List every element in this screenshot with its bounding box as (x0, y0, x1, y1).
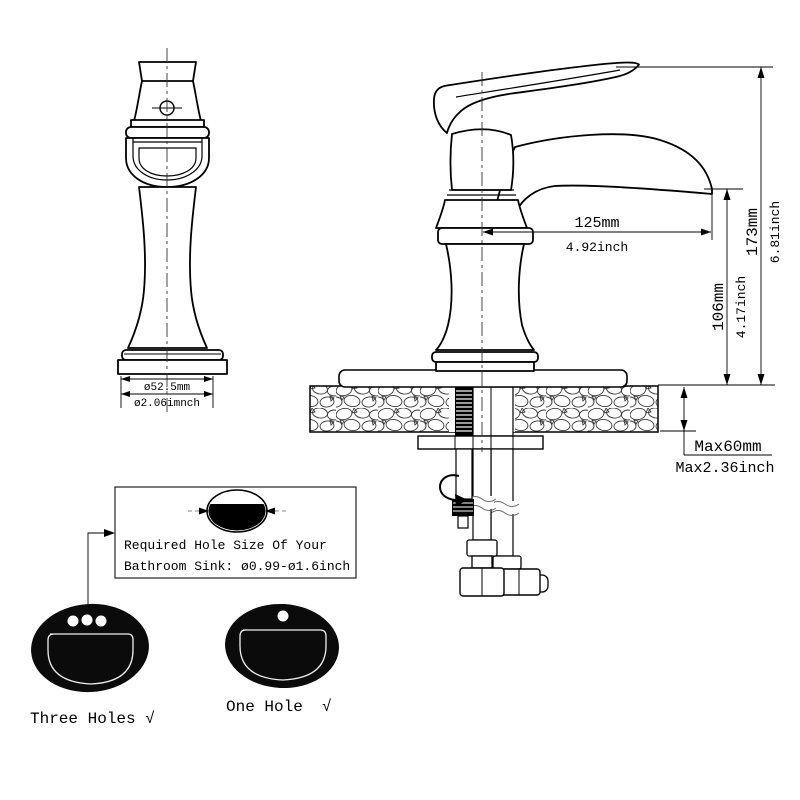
overall-height-mm-label: 173mm (744, 208, 762, 256)
base-diameter-inch-label: ø2.06imnch (134, 398, 200, 410)
lever-handle (433, 61, 640, 134)
one-hole-label: One Hole √ (226, 698, 332, 716)
faucet-body (435, 243, 535, 351)
note-line1: Required Hole Size Of Your (124, 538, 327, 553)
overall-height-inch-label: 6.81inch (768, 201, 783, 263)
supply-hose-left (472, 448, 492, 541)
sink-options: Three Holes √ One Hole √ (30, 603, 339, 728)
spout-height-mm-label: 106mm (710, 283, 728, 331)
tighten-arrow (438, 474, 460, 501)
base-diameter-mm-label: ø52.5mm (144, 382, 191, 394)
mounting-washer (417, 435, 544, 450)
front-view-dimensions: ø52.5mm ø2.06imnch (120, 376, 214, 410)
three-holes-sink: Three Holes √ (30, 603, 155, 728)
supply-tubes-through-deck (472, 386, 514, 437)
front-view-faucet (117, 48, 228, 412)
dimension-overall-height: 173mm 6.81inch (616, 66, 783, 386)
dimension-spout-reach: 125mm 4.92inch (483, 192, 713, 255)
countertop-section (309, 369, 659, 437)
note-line2: Bathroom Sink: ø0.99-ø1.6inch (124, 559, 350, 574)
dimension-max-deck-thickness: Max60mm Max2.36inch (660, 387, 775, 477)
waterfall-spout (489, 133, 713, 229)
dimension-spout-height: 106mm 4.17inch (704, 188, 749, 385)
hole-size-note: Required Hole Size Of Your Bathroom Sink… (87, 486, 357, 607)
spout-height-inch-label: 4.17inch (734, 276, 749, 338)
front-body (127, 186, 208, 349)
main-view-faucet (431, 61, 713, 452)
supply-lines (417, 435, 549, 597)
max-deck-inch-label: Max2.36inch (675, 460, 774, 477)
spout-reach-mm-label: 125mm (574, 215, 619, 232)
one-hole-sink: One Hole √ (225, 603, 339, 716)
mounting-rod (455, 448, 473, 500)
max-deck-mm-label: Max60mm (694, 438, 761, 456)
spout-reach-inch-label: 4.92inch (566, 240, 628, 255)
escutcheon-plate (338, 369, 628, 388)
three-holes-label: Three Holes √ (30, 710, 155, 728)
